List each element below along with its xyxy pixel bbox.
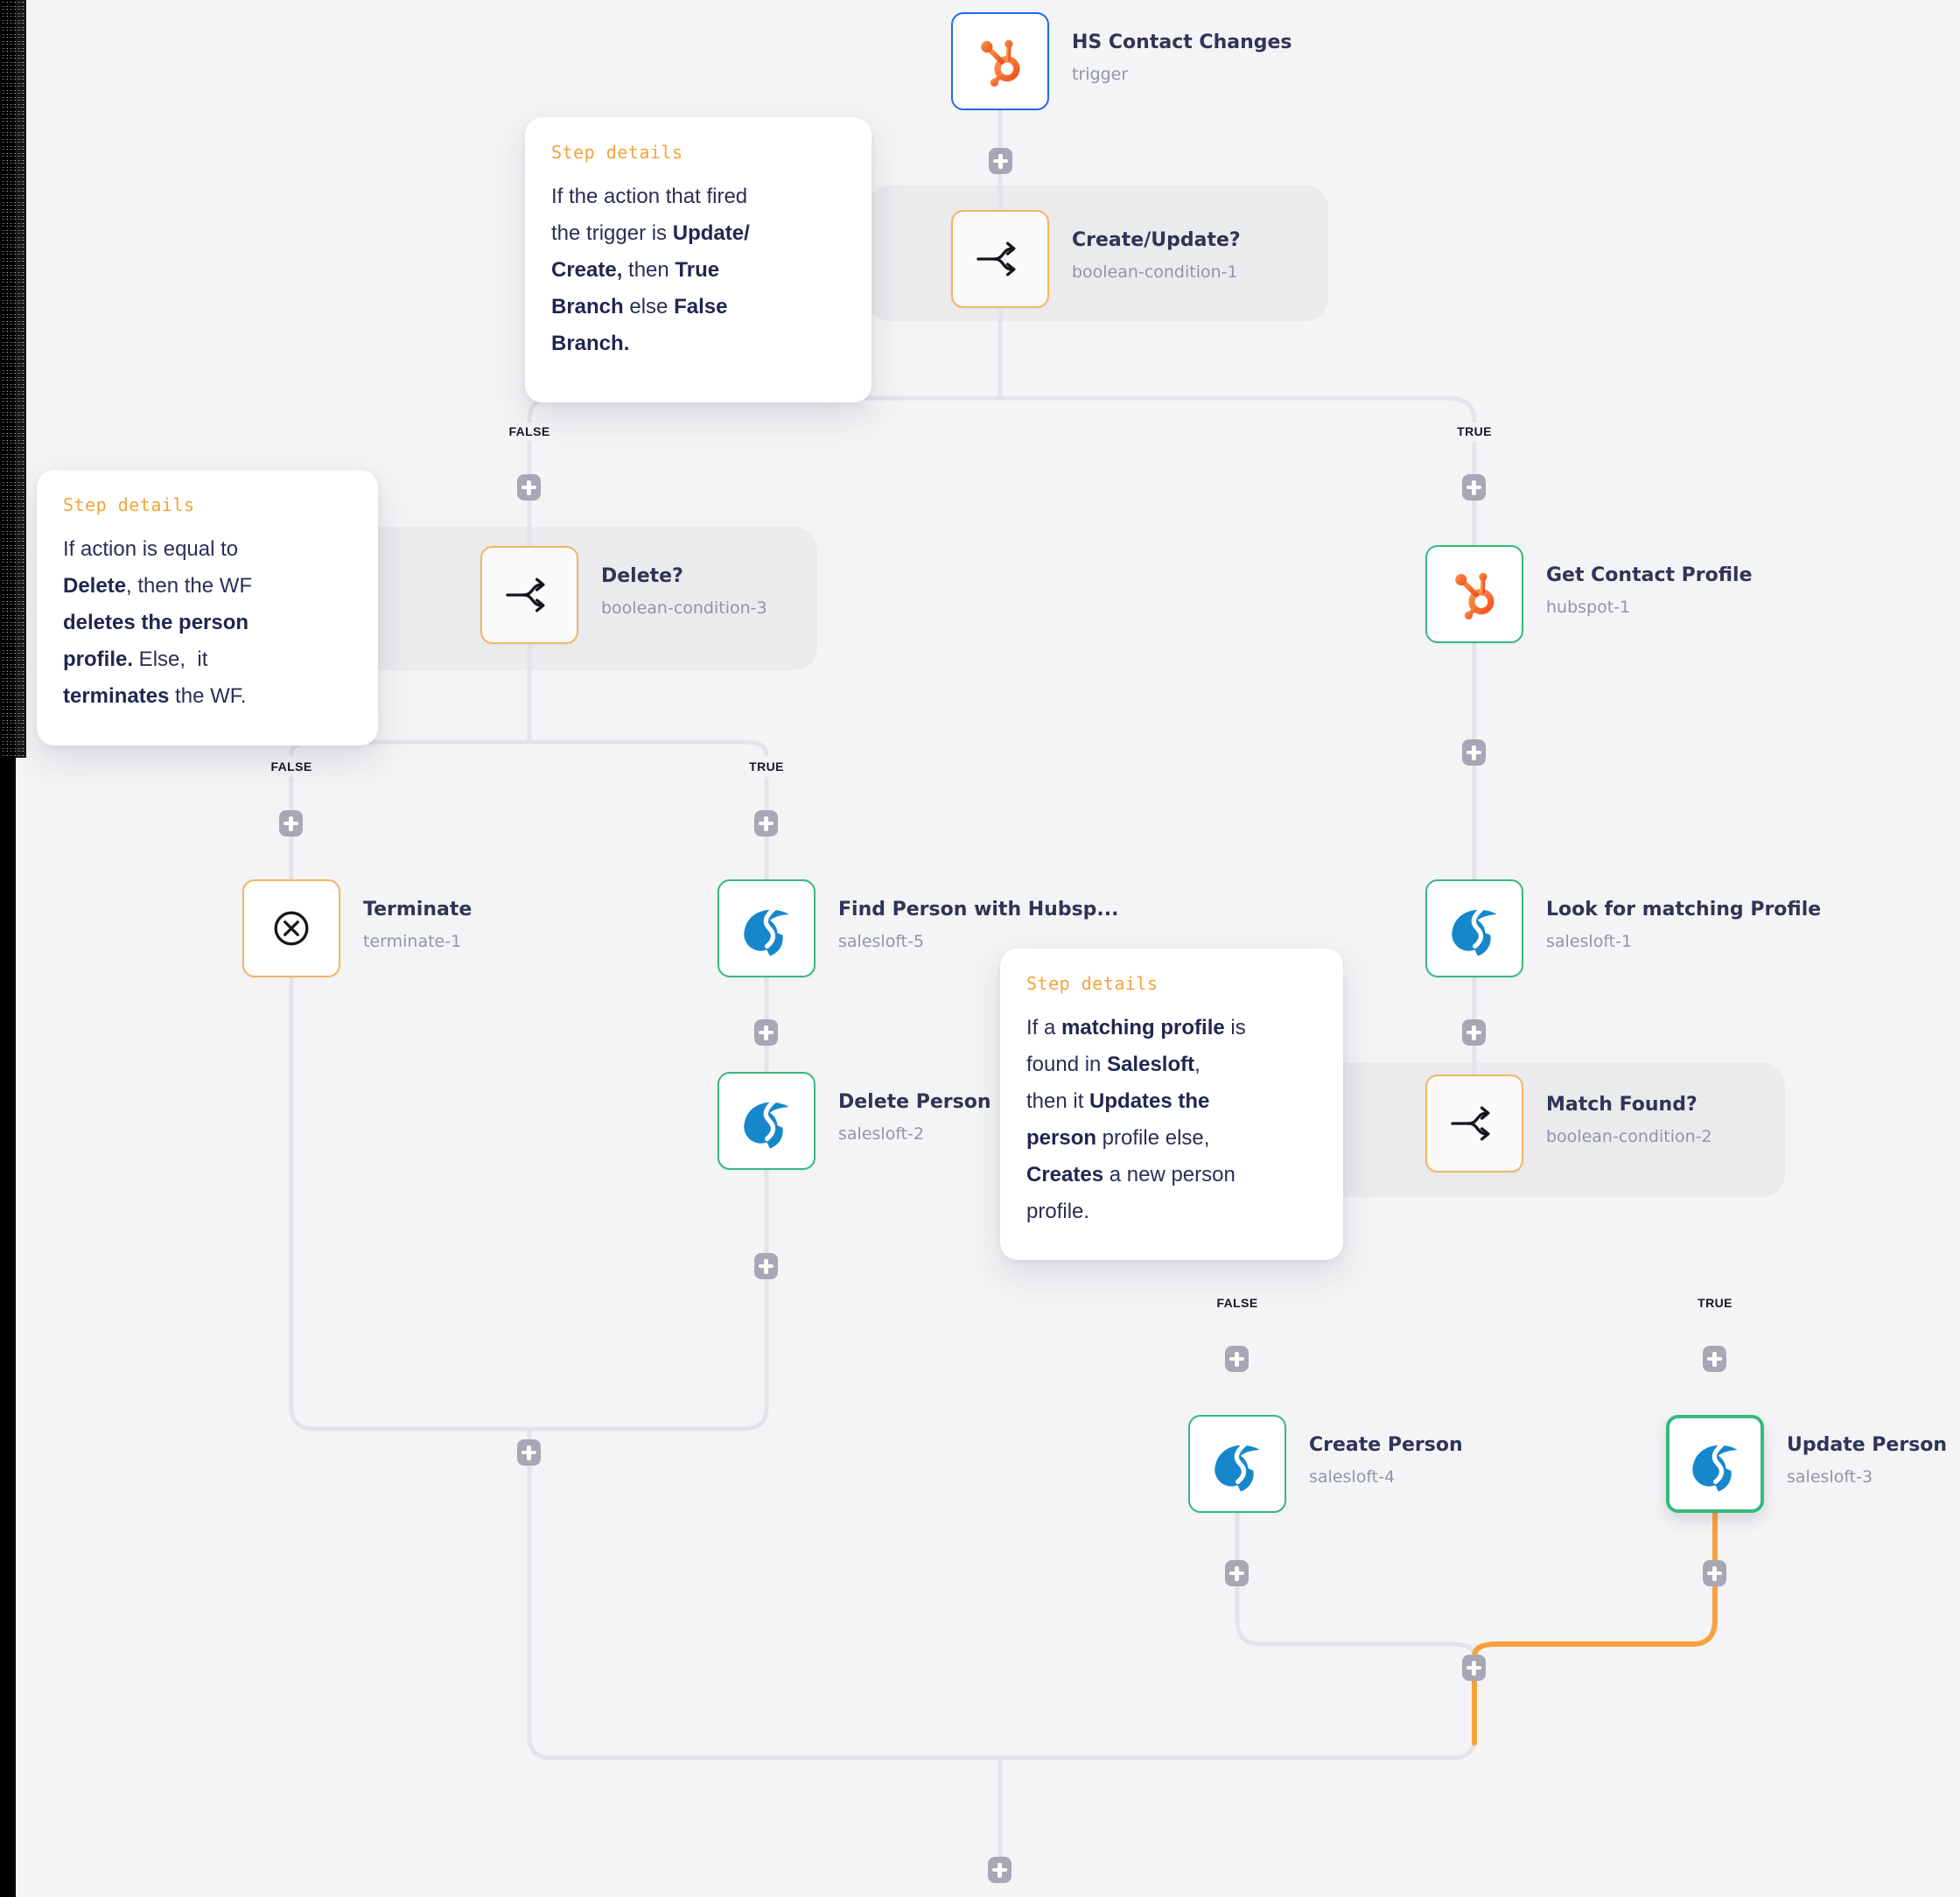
add-step-button[interactable] (517, 1439, 541, 1466)
hubspot-icon (1446, 565, 1503, 623)
branch-label-false: FALSE (1216, 1296, 1258, 1310)
hubspot-icon (971, 32, 1029, 90)
tooltip-title: Step details (63, 494, 195, 515)
node-title: HS Contact Changes (1072, 32, 1292, 53)
branch-label-true: TRUE (1457, 424, 1492, 438)
node-create-person[interactable] (1188, 1415, 1286, 1513)
row-highlight-create-update (866, 186, 1328, 321)
add-step-button[interactable] (279, 810, 303, 836)
node-subtitle: salesloft-3 (1787, 1467, 1873, 1487)
node-title: Update Person (1787, 1434, 1948, 1456)
add-step-button[interactable] (754, 1253, 778, 1279)
row-highlight-match-found (1295, 1062, 1785, 1197)
node-subtitle: hubspot-1 (1546, 598, 1631, 617)
add-step-button[interactable] (1703, 1560, 1726, 1586)
node-title: Find Person with Hubsp... (838, 899, 1119, 920)
node-delete-person[interactable] (718, 1072, 816, 1170)
add-step-button[interactable] (754, 810, 778, 836)
node-title: Create/Update? (1072, 229, 1241, 251)
salesloft-icon (738, 1092, 795, 1150)
node-subtitle: boolean-condition-2 (1546, 1127, 1712, 1146)
node-trigger-hs-contact-changes[interactable] (951, 12, 1049, 110)
node-title: Terminate (363, 899, 472, 920)
node-title: Match Found? (1546, 1094, 1698, 1116)
branch-label-false: FALSE (508, 424, 550, 438)
node-subtitle: trigger (1072, 65, 1129, 84)
node-title: Create Person (1309, 1434, 1463, 1456)
branch-icon (1451, 1106, 1490, 1141)
branch-label-false: FALSE (270, 760, 312, 774)
branch-icon (976, 242, 1016, 276)
add-step-button[interactable] (754, 1019, 778, 1046)
node-title: Delete Person (838, 1091, 991, 1113)
branch-label-true: TRUE (1698, 1296, 1732, 1310)
node-look-for-matching-profile[interactable] (1425, 879, 1523, 977)
node-subtitle: boolean-condition-1 (1072, 262, 1238, 282)
salesloft-icon (1446, 900, 1503, 957)
node-update-person[interactable] (1666, 1415, 1764, 1513)
add-step-button[interactable] (1225, 1346, 1249, 1372)
node-get-contact-profile[interactable] (1425, 545, 1523, 643)
node-match-found-condition[interactable] (1425, 1074, 1523, 1172)
add-step-button[interactable] (1225, 1560, 1249, 1586)
node-title: Get Contact Profile (1546, 564, 1753, 586)
node-subtitle: boolean-condition-3 (601, 598, 767, 618)
salesloft-icon (738, 900, 795, 957)
branch-label-true: TRUE (749, 760, 784, 774)
add-step-button[interactable] (1703, 1346, 1726, 1372)
add-step-button[interactable] (1462, 474, 1486, 500)
node-title: Delete? (601, 565, 683, 587)
node-subtitle: salesloft-4 (1309, 1467, 1396, 1487)
node-subtitle: terminate-1 (363, 932, 462, 951)
add-step-button[interactable] (517, 474, 541, 500)
terminate-icon (274, 911, 309, 946)
node-title: Look for matching Profile (1546, 899, 1822, 920)
left-edge-noise-artifact (0, 0, 26, 758)
node-create-update-condition[interactable] (951, 210, 1049, 308)
node-subtitle: salesloft-5 (838, 932, 925, 951)
node-find-person-with-hubspot[interactable] (718, 879, 816, 977)
branch-icon (506, 578, 545, 612)
salesloft-icon (1208, 1435, 1266, 1493)
node-delete-condition[interactable] (480, 546, 578, 644)
add-step-button[interactable] (1462, 1019, 1486, 1046)
add-step-button[interactable] (1462, 739, 1486, 766)
add-step-button[interactable] (1462, 1655, 1486, 1681)
tooltip-title: Step details (551, 142, 683, 163)
node-subtitle: salesloft-2 (838, 1124, 925, 1144)
salesloft-icon (1686, 1435, 1744, 1493)
node-terminate[interactable] (242, 879, 340, 977)
tooltip-title: Step details (1026, 973, 1158, 994)
node-subtitle: salesloft-1 (1546, 932, 1633, 951)
add-step-button[interactable] (989, 148, 1012, 174)
add-step-button[interactable] (988, 1857, 1012, 1883)
